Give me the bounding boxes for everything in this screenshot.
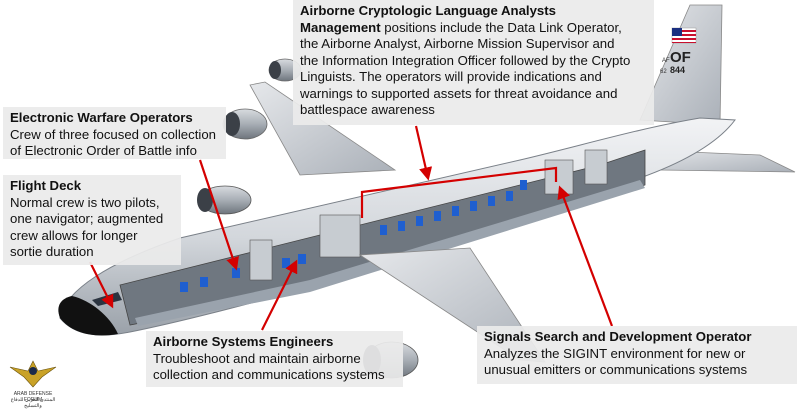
forum-logo: ARAB DEFENSE FORUM المنتدى العربي للدفاع…: [4, 357, 62, 405]
callout-signals-search: Signals Search and Development Operator …: [477, 326, 797, 384]
callout-line: the Airborne Analyst, Airborne Mission S…: [300, 36, 647, 53]
callout-line: collection and communications systems: [153, 367, 396, 384]
far-engine-inner: [223, 109, 267, 139]
callout-heading-cont: Management: [300, 20, 381, 35]
callout-systems-engineers: Airborne Systems Engineers Troubleshoot …: [146, 331, 403, 387]
callout-line: unusual emitters or communications syste…: [484, 362, 790, 379]
callout-line: Analyzes the SIGINT environment for new …: [484, 346, 790, 363]
callout-line: one navigator; augmented: [10, 211, 174, 228]
callout-cryptologic-analysts: Airborne Cryptologic Language Analysts M…: [293, 0, 654, 125]
callout-line: of Electronic Order of Battle info: [10, 143, 219, 160]
callout-line: the Information Integration Officer foll…: [300, 53, 647, 70]
callout-line: Troubleshoot and maintain airborne: [153, 351, 396, 368]
tail-number: 844: [670, 65, 685, 75]
callout-heading: Electronic Warfare Operators: [10, 110, 219, 127]
callout-line-first: Management positions include the Data Li…: [300, 20, 647, 37]
callout-heading: Airborne Cryptologic Language Analysts: [300, 3, 647, 20]
tail-year: 62: [660, 69, 667, 75]
callout-flight-deck: Flight Deck Normal crew is two pilots, o…: [3, 175, 181, 265]
callout-heading: Signals Search and Development Operator: [484, 329, 790, 346]
logo-text-ar: المنتدى العربي للدفاع والتسليح: [4, 397, 62, 409]
callout-heading: Flight Deck: [10, 178, 174, 195]
callout-line: Crew of three focused on collection: [10, 127, 219, 144]
us-flag-icon: [672, 28, 696, 43]
tail-code: OF: [670, 49, 691, 66]
callout-line: Linguists. The operators will provide in…: [300, 69, 647, 86]
eagle-icon: [4, 357, 62, 391]
callout-line: battlespace awareness: [300, 102, 647, 119]
callout-line: warnings to supported assets for threat …: [300, 86, 647, 103]
callout-line: Normal crew is two pilots,: [10, 195, 174, 212]
callout-heading: Airborne Systems Engineers: [153, 334, 396, 351]
near-engine-inner: [197, 186, 251, 214]
callout-electronic-warfare: Electronic Warfare Operators Crew of thr…: [3, 107, 226, 159]
tail-prefix: AF: [662, 58, 670, 64]
callout-line: crew allows for longer: [10, 228, 174, 245]
callout-line: positions include the Data Link Operator…: [381, 20, 622, 35]
callout-line: sortie duration: [10, 244, 174, 261]
